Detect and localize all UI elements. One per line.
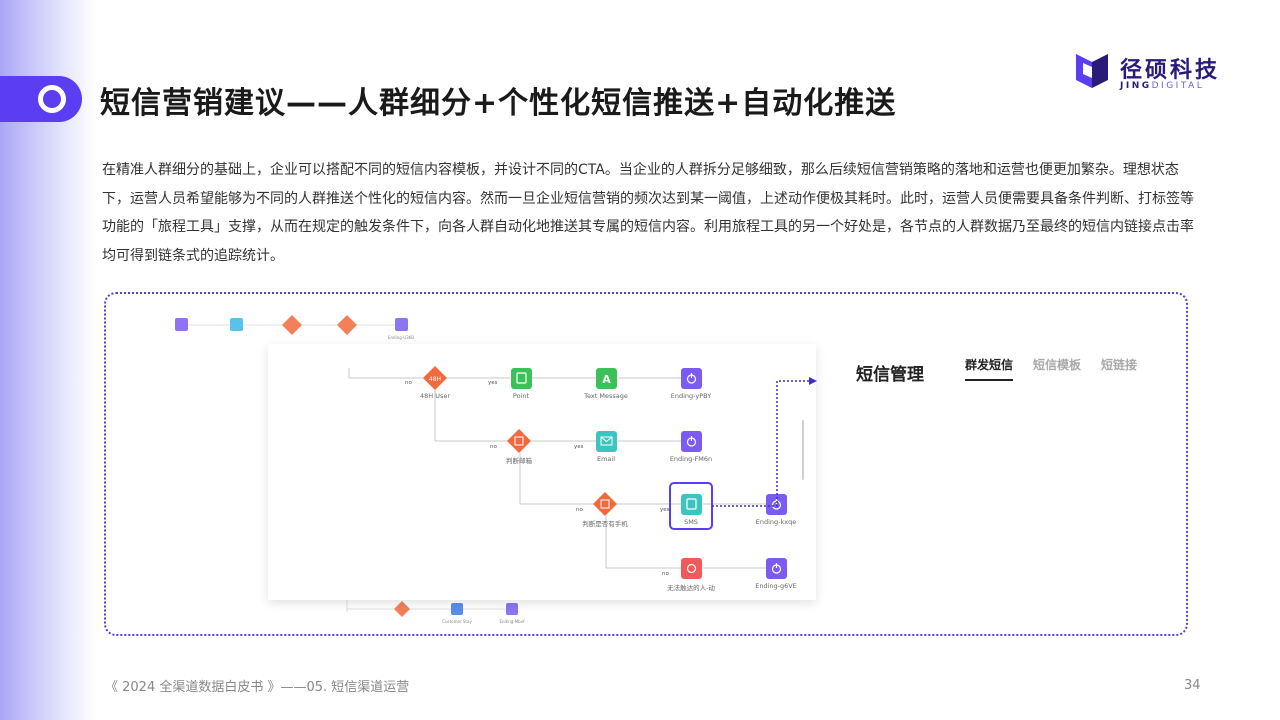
ending-fm6n-node[interactable] — [681, 431, 702, 452]
title-marker — [0, 76, 82, 122]
node-label: Ending-U3KB — [387, 335, 415, 340]
screenshot-frame — [104, 292, 1188, 636]
judge-email-node[interactable] — [507, 429, 531, 453]
node-label-ending-ypby: Ending-yPBY — [670, 392, 712, 400]
node-label-ending-g6ve: Ending-g6VE — [755, 582, 797, 590]
node-label: Customer Stay — [442, 619, 472, 624]
node-label-point: Point — [512, 392, 530, 400]
sms-callout-arrow — [712, 380, 810, 507]
svg-text:48H: 48H — [429, 376, 441, 383]
edge-label-yes: yes — [660, 507, 670, 513]
sms-management-title: 短信管理 — [856, 365, 924, 385]
edge-label-no: no — [662, 571, 669, 577]
tab-bulk-sms[interactable]: 群发短信 — [965, 356, 1014, 381]
edge-label-yes: yes — [488, 380, 498, 386]
tab-short-links[interactable]: 短链接 — [1101, 358, 1138, 372]
svg-text:A: A — [602, 373, 611, 386]
edge-label-no: no — [490, 444, 497, 450]
node-label-ending-fm6n: Ending-FM6n — [669, 455, 713, 463]
judge-phone-node[interactable] — [593, 492, 617, 516]
sms-node[interactable] — [681, 494, 702, 515]
node-label-48h-user: 48H User — [419, 392, 451, 400]
ring-icon — [38, 85, 66, 113]
edge-label-no: no — [576, 507, 583, 513]
text-message-node[interactable]: A — [596, 368, 617, 389]
node-label: Ending-Mbvf — [499, 619, 525, 624]
body-paragraph: 在精准人群细分的基础上，企业可以搭配不同的短信内容模板，并设计不同的CTA。当企… — [102, 162, 1194, 264]
arrow-head-icon — [809, 377, 817, 385]
tab-sms-templates[interactable]: 短信模板 — [1033, 358, 1082, 372]
footer-source: 《 2024 全渠道数据白皮书 》——05. 短信渠道运营 — [105, 680, 410, 695]
logo-english-text: JINGDIGITAL — [1120, 81, 1205, 91]
ending-ypby-node[interactable] — [681, 368, 702, 389]
brand-logo: 径硕科技 JINGDIGITAL — [1072, 48, 1232, 96]
node-label-judge-phone: 判断是否有手机 — [582, 520, 628, 528]
edge-label-no: no — [405, 380, 412, 386]
edge-label-yes: yes — [574, 444, 584, 450]
page-number: 34 — [1184, 678, 1201, 693]
journey-canvas — [268, 344, 816, 600]
node-label-text-message: Text Message — [584, 392, 628, 400]
email-node[interactable] — [596, 431, 617, 452]
logo-chinese-text: 径硕科技 — [1120, 58, 1221, 83]
point-node[interactable] — [511, 368, 532, 389]
node-label-unreachable: 无法触达的人-动 — [667, 584, 715, 592]
unreachable-node[interactable] — [681, 558, 702, 579]
h48-user-node[interactable]: 48H — [423, 366, 447, 390]
node-label-judge-email: 判断邮箱 — [506, 457, 532, 465]
logo-mark-icon — [1076, 54, 1108, 88]
ending-g6ve-node[interactable] — [766, 558, 787, 579]
node-label-ending-kxqe: Ending-kxqe — [755, 518, 797, 526]
page-title: 短信营销建议——人群细分+个性化短信推送+自动化推送 — [100, 86, 897, 121]
node-label-sms: SMS — [684, 518, 698, 526]
node-label-email: Email — [596, 455, 616, 463]
